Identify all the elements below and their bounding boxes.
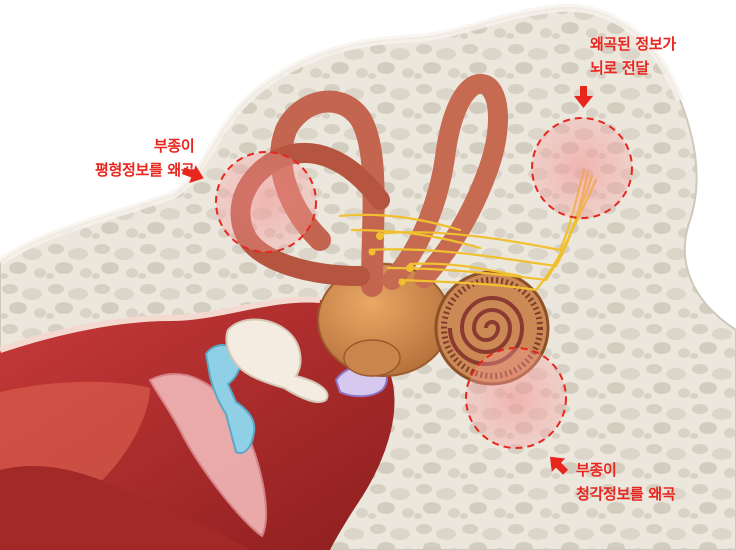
callout-line: 부종이 xyxy=(576,461,617,479)
oval-window xyxy=(343,339,401,377)
bone-edge-highlight xyxy=(0,3,684,266)
callout-line: 평형정보를 왜곡 xyxy=(95,161,195,179)
edema-zone-hearing xyxy=(465,347,567,449)
lateral-canal xyxy=(382,74,508,290)
lower-tissue xyxy=(0,466,250,550)
callout-line: 부종이 xyxy=(153,137,195,155)
pointer-arrow-icon xyxy=(574,86,593,108)
callout-brain-transmission: 왜곡된 정보가 뇌로 전달 xyxy=(590,32,676,80)
callout-line: 왜곡된 정보가 xyxy=(590,35,676,53)
canal-wall xyxy=(0,296,321,353)
callout-line: 청각정보를 왜곡 xyxy=(576,485,676,503)
edema-zone-brain xyxy=(531,117,633,219)
edema-zone-balance xyxy=(215,151,317,253)
callout-line: 뇌로 전달 xyxy=(590,59,649,77)
callout-hearing-distortion: 부종이 청각정보를 왜곡 xyxy=(576,458,676,506)
callout-balance-distortion: 부종이 평형정보를 왜곡 xyxy=(95,134,195,182)
pointer-arrow-icon xyxy=(181,165,204,184)
incus xyxy=(225,318,329,404)
nerve-endings xyxy=(368,232,414,286)
pointer-arrow-icon xyxy=(549,456,569,475)
